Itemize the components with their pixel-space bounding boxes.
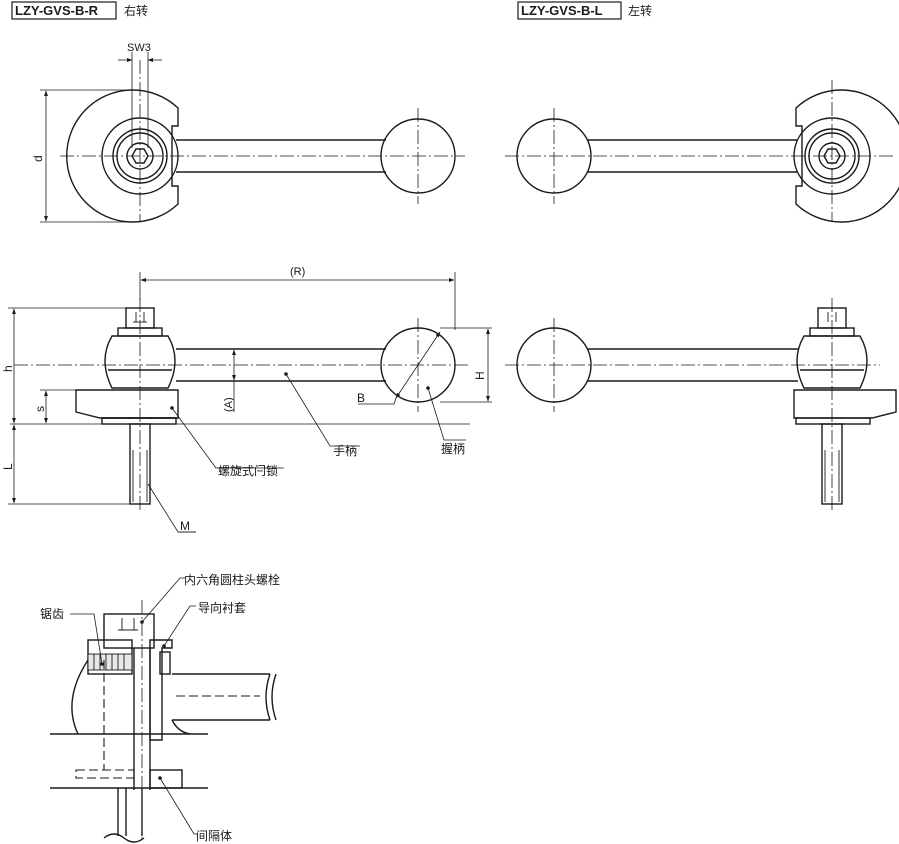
dim-l: L: [1, 463, 15, 470]
top-view-left: [505, 80, 899, 223]
side-view-left: [505, 298, 897, 512]
label-guide-bushing: 导向衬套: [198, 600, 246, 615]
label-hex-bolt: 内六角圆柱头螺栓: [184, 572, 280, 587]
title-right-model: LZY-GVS-B-R 右转: [11, 1, 148, 20]
label-grip: 握柄: [441, 441, 465, 456]
label-serration: 锯齿: [40, 606, 64, 621]
model-code-left: LZY-GVS-B-L: [521, 3, 603, 18]
dim-s: s: [33, 406, 47, 412]
model-direction-right: 右转: [124, 3, 148, 18]
dim-d: d: [31, 155, 45, 162]
dim-r: (R): [290, 266, 305, 278]
dim-a: (A): [223, 397, 235, 412]
dim-m: M: [180, 519, 190, 533]
dim-sw: SW3: [127, 42, 151, 54]
section-detail: 内六角圆柱头螺栓 导向衬套 锯齿 间隔体: [40, 572, 280, 843]
label-handle: 手柄: [333, 444, 357, 458]
label-spacer: 间隔体: [196, 829, 232, 843]
top-view-right: SW3 d: [31, 42, 465, 223]
side-view-right: (R) h s L (A) H B 手柄 握柄 螺旋式闩锁: [1, 266, 492, 533]
dim-h-big: H: [473, 371, 487, 380]
model-direction-left: 左转: [628, 3, 652, 18]
dim-b: B: [357, 391, 365, 405]
label-screw-lock: 螺旋式闩锁: [218, 463, 278, 478]
title-left-model: LZY-GVS-B-L 左转: [517, 1, 652, 20]
dim-h-small: h: [1, 365, 15, 372]
model-code-right: LZY-GVS-B-R: [15, 3, 99, 18]
